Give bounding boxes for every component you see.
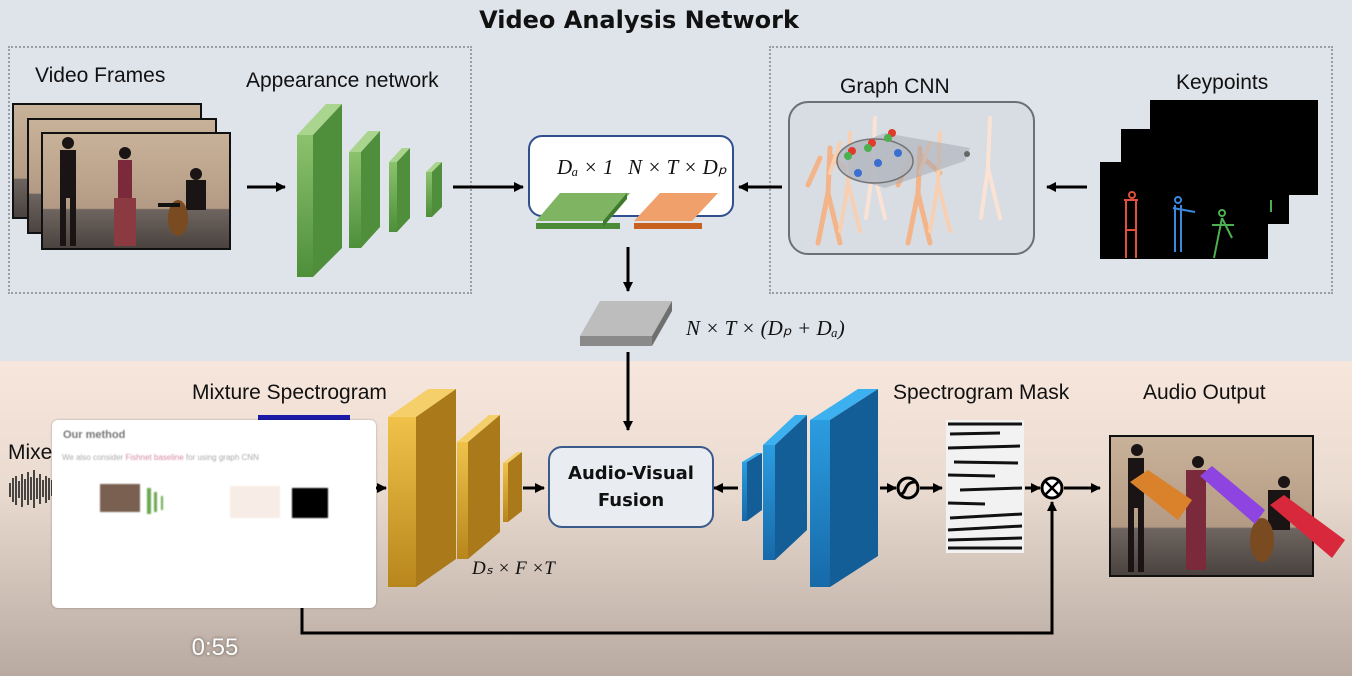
waveform-purple [1200,466,1265,524]
mixed-audio-waveform [9,470,53,508]
flow-arrows [247,182,1101,635]
diagram-title: Video Analysis Network [479,6,799,34]
preview-text-suffix: for using graph CNN [183,453,259,462]
video-frames-label: Video Frames [35,64,166,87]
video-timestamp: 0:55 [191,634,239,661]
waveform-orange [1130,470,1192,520]
seek-preview-thumbnail: Our method We also consider Fishnet base… [52,420,376,608]
fusion-label-line2: Fusion [597,490,665,511]
feature-slabs [536,193,718,229]
feature-concat-box: Dₐ × 1 N × T × Dₚ [528,135,734,229]
spectrogram-dim-label: Dₛ × F ×T [472,558,555,579]
video-frames-stack [12,103,231,250]
waveform-red [1270,495,1345,558]
mixed-audio-label: Mixe [8,441,53,464]
preview-text: We also consider Fishnet baseline for us… [62,453,259,462]
sigmoid-icon [896,476,920,500]
audio-output-label: Audio Output [1143,381,1266,404]
audio-output-image [1109,435,1345,577]
audio-decoder-layers [742,389,878,587]
fusion-label-line1: Audio-Visual [568,463,694,484]
appearance-network-label: Appearance network [246,69,439,92]
appearance-group-box [8,46,472,294]
skeleton-blue [1172,196,1196,252]
spectrogram-mask-label: Spectrogram Mask [893,381,1070,404]
pose-group-box [769,46,1333,294]
graph-cnn-skeletons [805,116,1002,246]
graph-cnn-label: Graph CNN [840,75,950,98]
audio-visual-fusion-box: Audio-Visual Fusion [548,446,714,528]
arrow-skip-connection [300,501,1057,635]
preview-title: Our method [63,429,126,441]
graph-cnn-box [788,101,1035,255]
fused-dim-label: N × T × (Dₚ + Dₐ) [686,316,845,340]
skeleton-red [1124,191,1138,258]
appearance-dim-label: Dₐ × 1 [557,155,614,179]
spectrogram-mask-image [946,420,1024,553]
pose-dim-label: N × T × Dₚ [628,155,727,179]
audio-encoder-layers [388,389,522,587]
preview-text-prefix: We also consider [62,453,126,462]
mixture-spectrogram-label: Mixture Spectrogram [192,381,387,404]
appearance-network-layers [297,104,442,277]
skeleton-green [1212,200,1272,259]
fused-feature-slab [580,301,672,346]
preview-text-highlight: Fishnet baseline [125,453,184,462]
keypoints-label: Keypoints [1176,71,1269,94]
keypoints-frames [1100,100,1318,259]
multiply-icon [1040,476,1064,500]
preview-mini-diagram [100,484,328,518]
